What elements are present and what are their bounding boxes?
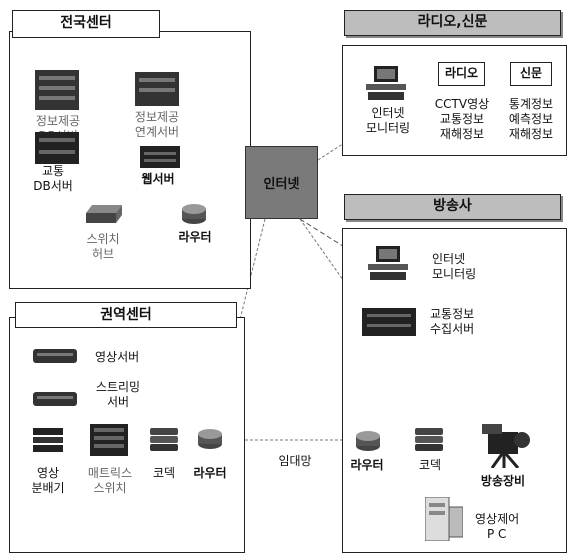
control-pc-icon (424, 496, 464, 545)
monitor-icon (366, 66, 406, 106)
router-icon (355, 430, 381, 456)
broadcast-equip-label: 방송장비 (480, 474, 526, 488)
router-icon (181, 203, 207, 229)
news-label: 신문 (510, 62, 552, 86)
regional-codec-label: 코덱 (152, 466, 176, 480)
leased-line-label: 임대망 (278, 454, 312, 468)
broadcast-router-label: 라우터 (350, 458, 384, 472)
video-distributor-icon (33, 428, 63, 456)
internet-cloud: 인터넷 (245, 146, 318, 219)
server-rack-icon (140, 146, 180, 172)
broadcast-camera-icon (482, 422, 532, 472)
streaming-server-icon (33, 390, 77, 412)
web-server-label: 웹서버 (141, 172, 175, 186)
broadcaster-panel (342, 228, 567, 553)
router-label: 라우터 (178, 230, 212, 244)
internet-label: 인터넷 (263, 177, 300, 192)
matrix-switch-icon (90, 424, 128, 460)
broadcast-codec-label: 코덱 (418, 458, 442, 472)
server-rack-icon (135, 72, 179, 110)
broadcaster-title: 방송사 (344, 194, 561, 220)
radio-news-title: 라디오,신문 (344, 10, 561, 36)
server-rack-icon (362, 308, 416, 340)
regional-center-title: 권역센터 (15, 302, 237, 328)
codec-icon (150, 428, 178, 456)
video-server-label: 영상서버 (95, 350, 140, 364)
video-server-icon (33, 347, 77, 369)
server-rack-icon (35, 70, 79, 114)
switch-hub-icon (86, 205, 122, 229)
codec-icon (415, 428, 443, 456)
national-center-title: 전국센터 (12, 10, 160, 38)
server-rack-icon (35, 132, 79, 168)
regional-router-label: 라우터 (193, 466, 227, 480)
radio-label: 라디오 (438, 62, 485, 86)
monitor-icon (368, 246, 408, 286)
router-icon (197, 428, 223, 454)
